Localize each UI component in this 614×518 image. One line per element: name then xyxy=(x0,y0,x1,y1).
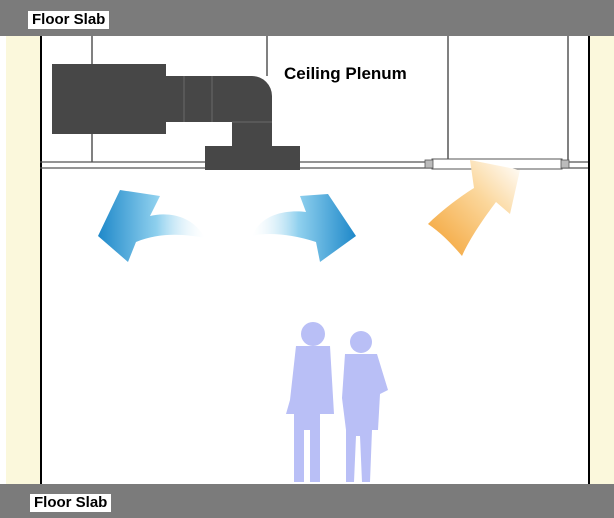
plenum-label: Ceiling Plenum xyxy=(284,64,407,83)
top-slab-label: Floor Slab xyxy=(28,11,110,29)
arrow-up-icon xyxy=(428,160,520,256)
arrow-curved-left-icon xyxy=(98,190,205,262)
air-handling-unit xyxy=(52,64,300,170)
arrow-curved-right-icon xyxy=(252,194,356,262)
left-wall xyxy=(6,36,42,484)
bottom-slab-label: Floor Slab xyxy=(30,494,112,512)
people-silhouette-icon xyxy=(286,322,388,482)
right-wall xyxy=(588,36,614,484)
